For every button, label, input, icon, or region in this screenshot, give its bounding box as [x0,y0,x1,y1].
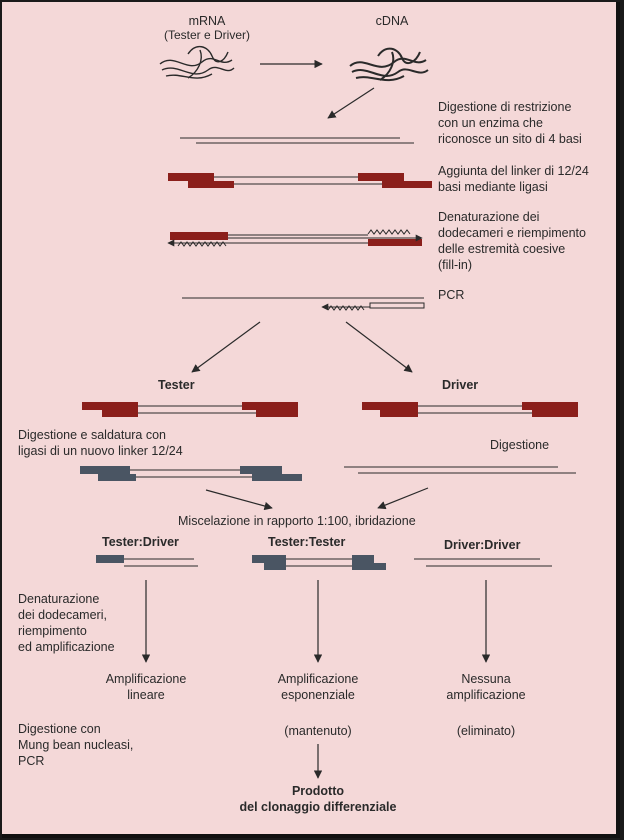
outcome-linear-line2: lineare [127,688,165,702]
step-digestion-line2: con un enzima che [438,116,543,130]
tester-new-linker [80,466,302,481]
hybrid-driver-driver-label: Driver:Driver [444,538,521,552]
outcome-none-line2: amplificazione [446,688,526,702]
cdna-title: cDNA [375,14,409,28]
note-mung-line2: Mung bean nucleasi, [18,738,134,752]
mixing-label: Miscelazione in rapporto 1:100, ibridazi… [178,514,416,528]
diagram-graphics [80,46,578,779]
driver-molecule [362,402,578,417]
driver-step: Digestione [490,438,550,452]
hybrid-driver-driver [414,558,552,567]
note-denat-line4: ed amplificazione [18,640,115,654]
outcome-exp-line1: Amplificazione [277,672,359,686]
step-linker-line1: Aggiunta del linker di 12/24 [438,164,589,178]
step-linker-line2: basi mediante ligasi [438,180,548,194]
mrna-squiggle-icon [159,46,235,79]
tester-label: Tester [158,378,195,392]
tester-step-line1: Digestione e saldatura con [18,428,167,442]
hybrid-tester-tester [252,555,386,570]
cdna-to-digestion-arrow [327,87,375,119]
tester-step-line2: ligasi di un nuovo linker 12/24 [18,444,183,458]
product-line1: Prodotto [291,784,345,798]
step-denat-line3: delle estremità coesive [438,242,566,256]
note-mung-line1: Digestione con [18,722,101,736]
driver-label: Driver [442,378,479,392]
step-denat-line2: dodecameri e riempimento [438,226,586,240]
note-mung-line3: PCR [18,754,45,768]
cdna-squiggle-icon [349,47,429,81]
mrna-subtitle: (Tester e Driver) [163,28,250,42]
driver-to-mix-arrow [377,487,429,510]
product-line2: del clonaggio differenziale [239,800,397,814]
mrna-title: mRNA [188,14,226,28]
outcome-eliminated: (eliminato) [456,724,516,738]
tester-to-mix-arrow [205,489,273,511]
outcome-kept: (mantenuto) [284,724,352,738]
to-tester-arrow [191,321,261,373]
to-driver-arrow [345,321,413,373]
note-denat-line1: Denaturazione [18,592,100,606]
linker-ligated-dsdna [168,173,432,188]
step-pcr: PCR [438,288,465,302]
step-denat-line4: (fill-in) [438,258,473,272]
hybrid-tester-driver-label: Tester:Driver [102,535,179,549]
outcome-none-line1: Nessuna [461,672,511,686]
digested-dsdna [180,137,414,144]
note-denat-line3: riempimento [18,624,87,638]
step-digestion-line3: riconosce un sito di 4 basi [438,132,582,146]
pcr-dsdna [182,297,425,311]
driver-digested [344,466,576,474]
outcome-linear-line1: Amplificazione [105,672,187,686]
hybrid-tester-tester-label: Tester:Tester [268,535,346,549]
outcome-exp-line2: esponenziale [281,688,355,702]
tester-molecule [82,402,298,417]
hybrid-tester-driver [96,555,198,567]
note-denat-line2: dei dodecameri, [18,608,107,622]
step-denat-line1: Denaturazione dei [438,210,540,224]
step-digestion-line1: Digestione di restrizione [438,100,572,114]
fill-in-dsdna [167,229,423,247]
